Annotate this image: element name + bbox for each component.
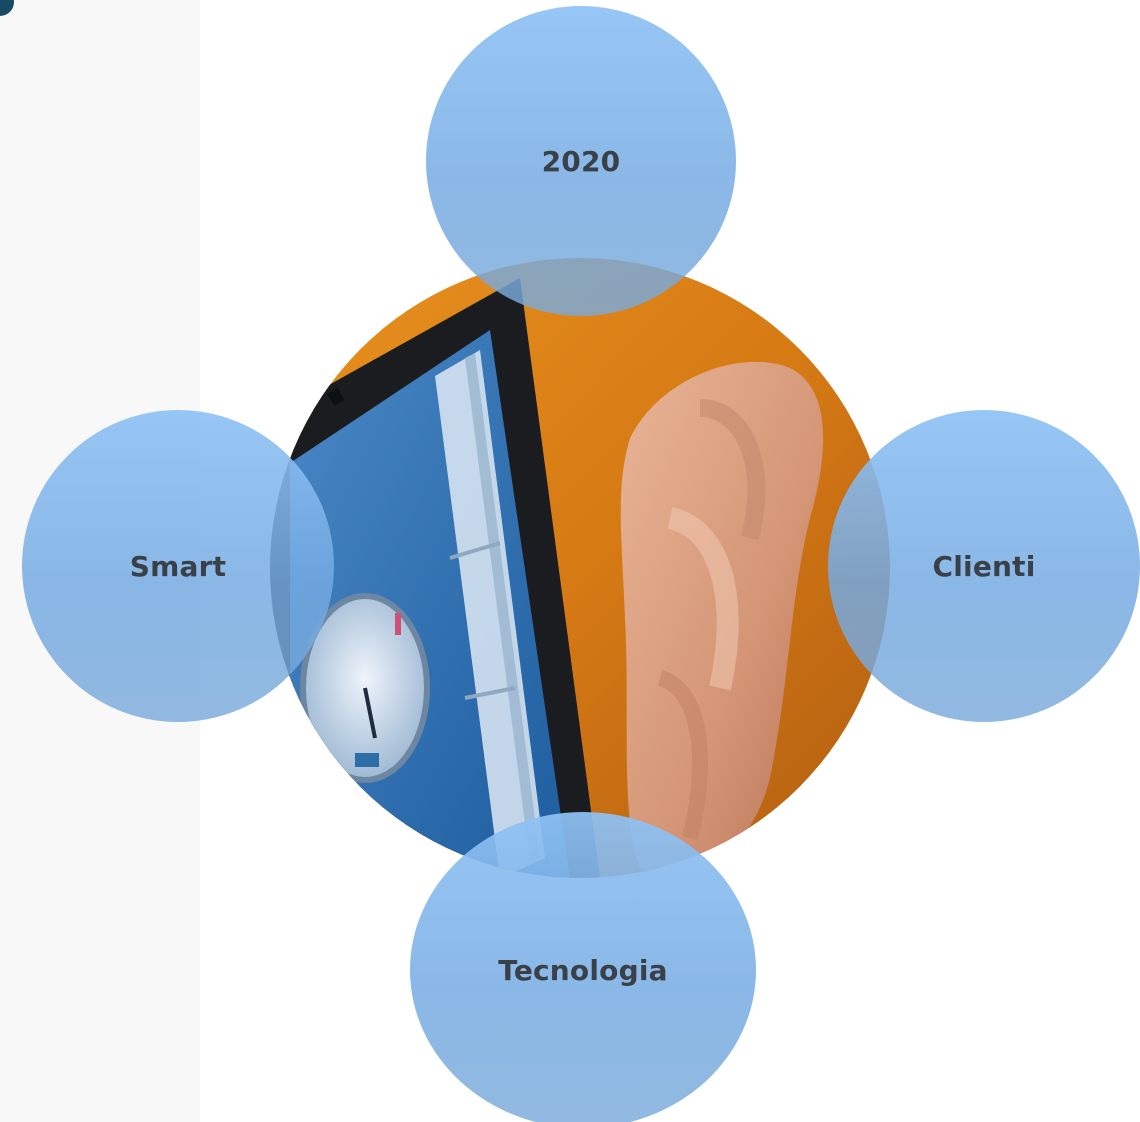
bubble-clienti: Clienti: [828, 410, 1140, 722]
bubble-label-tecnologia: Tecnologia: [498, 953, 668, 987]
bubble-label-2020: 2020: [541, 144, 621, 178]
laptop-gauge-photo: [270, 258, 890, 878]
bubble-2020: 2020: [426, 6, 736, 316]
bubble-tecnologia: Tecnologia: [410, 812, 756, 1122]
bubble-label-clienti: Clienti: [932, 549, 1036, 583]
bubble-smart: Smart: [22, 410, 334, 722]
center-photo: [270, 258, 890, 878]
bubble-label-smart: Smart: [129, 549, 227, 583]
